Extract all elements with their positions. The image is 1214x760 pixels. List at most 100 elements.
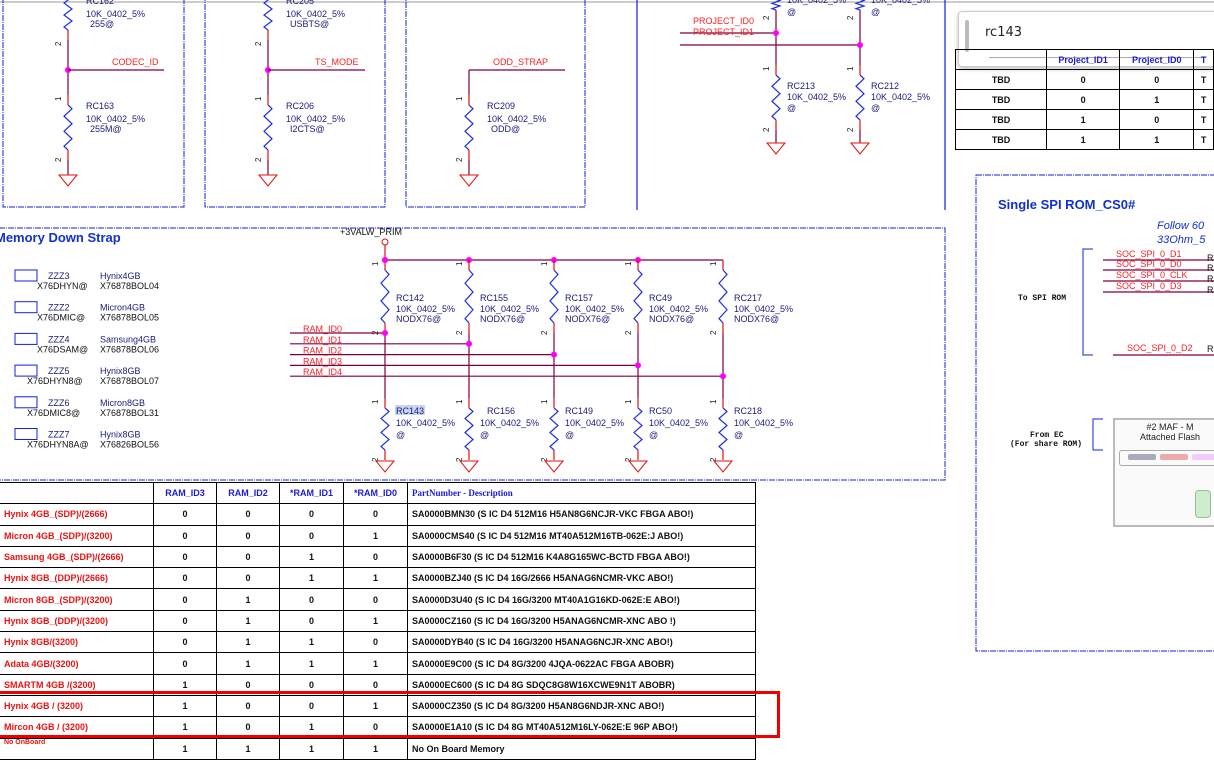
table-cell: 0 [153,567,217,590]
pin-number: 2 [762,127,771,132]
resistor-icon [263,0,273,31]
zzz-name: Hynix8GB [100,366,141,376]
table-cell: T [1193,89,1214,110]
bracket-label: To SPI ROM [1018,294,1066,303]
table-cell: SA0000DYB40 (S IC D4 16G/3200 H5ANAG6NCJ… [407,631,756,654]
zzz-option: X76DSAM@ [37,344,88,354]
odd-strap-frame [405,0,586,208]
maf-title: #2 MAF - M [1146,422,1194,432]
pin-number: 2 [254,41,263,46]
option-label: @ [787,103,796,113]
value-label: 10K_0402_5% [649,304,708,314]
value-label: 10K_0402_5% [649,418,708,428]
pin-number: 2 [762,15,771,20]
resistor-icon [633,269,643,324]
resistor-icon [464,104,474,151]
zzz-option: X76DHYN8A@ [27,440,89,450]
resistor-icon [263,104,273,151]
resistor-icon [380,269,390,324]
table-cell: 0 [1119,109,1195,130]
power-label: +3VALW_PRIM [340,227,402,237]
table-cell: 0 [279,524,344,547]
zzz-partnumber: X76878BOL31 [100,408,159,418]
table-cell: 0 [153,652,217,675]
ref-label: RC162 [86,0,114,6]
table-cell: 1 [1119,89,1195,110]
option-label: USBTS@ [290,19,329,29]
resistor-icon [855,74,865,121]
pin-number: 1 [54,96,63,101]
ground-icon [543,460,565,473]
value-label: 10K_0402_5% [565,418,624,428]
ref-label: RC155 [480,293,508,303]
table-cell: 1 [216,631,280,654]
search-input[interactable]: rc143 [985,25,1023,40]
table-cell: 1 [1046,109,1121,130]
table-cell: 1 [216,609,280,633]
resistor-icon [718,407,728,451]
pin-number: 1 [846,66,855,71]
pin-number: 2 [624,457,633,462]
column-header: PartNumber - Description [407,481,756,505]
pin-number: 1 [455,96,464,101]
zzz-partnumber: X76878BOL04 [100,281,159,291]
column-header [954,49,1048,70]
table-cell: 1 [1046,129,1121,150]
table-cell: Adata 4GB/(3200) [0,652,154,675]
zzz-ref: ZZZ2 [48,303,70,313]
table-cell: 0 [216,545,280,569]
net-label: ODD_STRAP [493,57,548,67]
table-cell: T [1193,69,1214,90]
resistor-icon [633,407,643,451]
option-label: NODX76@ [396,314,441,324]
zzz-part-box [14,269,38,282]
net-label: SOC_SPI_0_CLK [1116,270,1188,280]
highlight-box [0,691,780,738]
zzz-name: Samsung4GB [100,334,156,344]
value-label: 10K_0402_5% [487,114,546,124]
resistor-icon [771,74,781,121]
zzz-ref: ZZZ7 [48,430,70,440]
table-cell: 1 [216,588,280,611]
junction-dot [720,373,726,380]
net-label: RAM_ID4 [303,367,342,377]
zzz-part-box [14,332,38,345]
codec-strap-frame [2,0,185,208]
net-label: SOC_SPI_0_D1 [1116,249,1182,259]
table-cell: SA0000BZJ40 (S IC D4 16G/2666 H5ANAG6NCM… [407,567,756,590]
pin-number: 1 [254,96,263,101]
ground-icon [257,174,279,187]
pin-number: 2 [709,330,718,335]
table-cell: SA0000E9C00 (S IC D4 8G/3200 4JQA-0622AC… [407,652,756,675]
value-label: 10K_0402_5% [396,304,455,314]
zzz-option: X76DMIC8@ [27,408,80,418]
resistor-icon [63,104,73,151]
resistor-icon [718,269,728,324]
power-port-icon [381,238,389,246]
zzz-partnumber: X76878BOL06 [100,344,159,354]
table-cell: 1 [343,524,408,547]
ref-label: RC156 [487,406,515,416]
resistor-icon [464,407,474,451]
net-label: RAM_ID3 [303,356,342,366]
table-cell: Samsung 4GB_(SDP)/(2666) [0,545,154,569]
section-title: Memory Down Strap [0,230,121,245]
junction-dot [551,351,557,358]
pin-number: 2 [540,457,549,462]
maf-subtitle: Attached Flash [1139,432,1201,442]
zzz-option: X76DMIC@ [37,313,85,323]
ref-label: RC143 [396,406,424,416]
net-label: SOC_SPI_0_D0 [1116,259,1182,269]
ref-label: RC205 [286,0,314,6]
resistor-ref-cut: R [1207,253,1214,263]
table-cell: 0 [216,503,280,526]
ground-icon [627,460,649,473]
maf-blocks [1119,450,1214,466]
option-label: @ [565,430,574,440]
net-label: TS_MODE [315,57,359,67]
net-label: CODEC_ID [112,57,159,67]
